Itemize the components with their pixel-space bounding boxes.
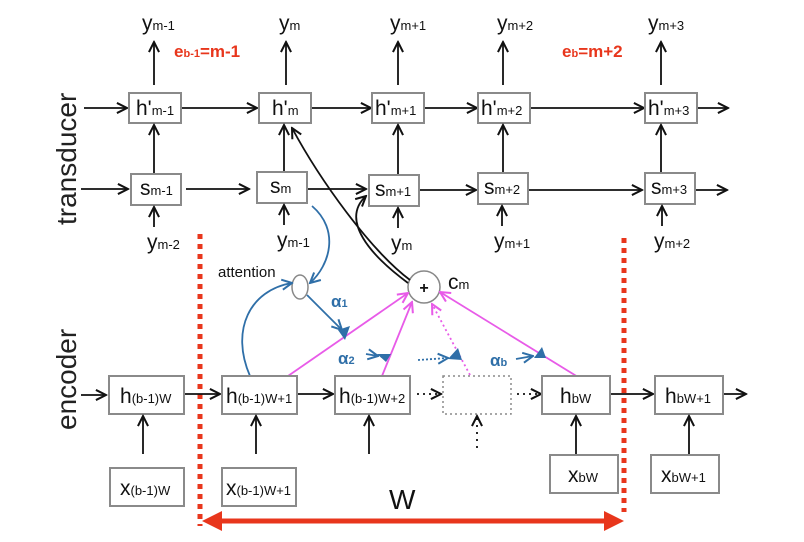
weighted-h-b <box>440 292 579 378</box>
svg-text:h(b-1)W+2: h(b-1)W+2 <box>339 385 405 408</box>
output-y-m: ym <box>279 12 300 35</box>
weighted-h-1 <box>287 293 408 377</box>
input-y: ym-2 <box>147 231 180 254</box>
svg-text:sm: sm <box>270 175 291 198</box>
svg-text:h'm: h'm <box>272 97 299 120</box>
svg-text:sm+1: sm+1 <box>375 178 411 201</box>
encoder-input: xbW <box>549 454 619 494</box>
h-prime-node: h'm+1 <box>371 92 425 124</box>
weighted-h-2 <box>381 302 412 377</box>
arrow-attention-to-alpha1 <box>306 294 342 330</box>
svg-text:sm+3: sm+3 <box>651 176 687 199</box>
encoder-node: h(b-1)W+2 <box>334 375 411 415</box>
block-end-prev: eb-1=m-1 <box>174 42 240 61</box>
encoder-node: h(b-1)W+1 <box>221 375 298 415</box>
arrow-h-to-attention <box>241 283 292 377</box>
svg-text:sm+2: sm+2 <box>484 176 520 199</box>
top-outputs: ym-1 ym ym+1 ym+2 ym+3 <box>142 12 684 35</box>
alpha-b-label: αb <box>490 351 507 370</box>
h-prime-node: h'm+3 <box>644 92 698 124</box>
input-y: ym+2 <box>654 230 690 253</box>
svg-text:h'm+3: h'm+3 <box>648 97 689 120</box>
attention-node <box>291 274 309 300</box>
svg-text:h'm+1: h'm+1 <box>375 97 416 120</box>
s-node: sm+3 <box>644 172 696 205</box>
sum-symbol: + <box>419 280 428 297</box>
svg-text:hbW+1: hbW+1 <box>665 385 711 408</box>
output-y-m+1: ym+1 <box>390 12 426 35</box>
encoder-node: h(b-1)W <box>108 375 185 415</box>
encoder-node: hbW <box>541 375 611 415</box>
weight-gate-b <box>534 347 546 358</box>
context-vector-label: cm <box>448 271 469 294</box>
arrow-alpha-dots <box>417 358 448 360</box>
h-prime-node: h'm+2 <box>477 92 531 124</box>
s-node: sm+2 <box>477 172 529 205</box>
weight-gate-dots <box>448 348 462 360</box>
block-end-current: eb=m+2 <box>562 42 623 61</box>
s-node: sm <box>256 171 308 204</box>
alpha-2-label: α2 <box>338 349 355 368</box>
svg-text:x(b-1)W+1: x(b-1)W+1 <box>226 477 291 500</box>
svg-text:h(b-1)W+1: h(b-1)W+1 <box>226 385 292 408</box>
h-prime-node: h'm <box>258 92 312 124</box>
alpha-1-label: α1 <box>331 292 348 311</box>
input-y: ym+1 <box>494 230 530 253</box>
svg-text:h(b-1)W: h(b-1)W <box>120 385 172 408</box>
encoder-input: x(b-1)W+1 <box>221 467 297 507</box>
input-y: ym <box>391 232 412 255</box>
svg-text:hbW: hbW <box>560 385 592 408</box>
transducer-label: transducer <box>51 93 82 225</box>
arrow-alpha-2 <box>365 354 378 356</box>
attention-label: attention <box>218 264 276 281</box>
window-label: W <box>389 484 416 515</box>
svg-text:x(b-1)W: x(b-1)W <box>120 477 171 500</box>
input-y: ym-1 <box>277 229 310 252</box>
encoder-label: encoder <box>51 329 82 430</box>
output-y-m+3: ym+3 <box>648 12 684 35</box>
svg-text:h'm+2: h'm+2 <box>481 97 522 120</box>
arrow-context-to-h-prime <box>292 128 411 281</box>
weight-gate-2 <box>377 354 391 362</box>
sum-node <box>407 270 441 304</box>
encoder-node: hbW+1 <box>654 375 724 415</box>
svg-text:xbW: xbW <box>568 464 599 487</box>
svg-text:sm-1: sm-1 <box>140 177 173 200</box>
arrow-s-to-attention <box>310 205 331 283</box>
arrow-alpha-b <box>515 356 533 359</box>
s-node: sm-1 <box>130 173 182 206</box>
encoder-node-placeholder <box>442 375 512 415</box>
output-y-m-1: ym-1 <box>142 12 175 35</box>
arrow-context-to-s <box>356 196 409 284</box>
svg-text:h'm-1: h'm-1 <box>136 97 174 120</box>
output-y-m+2: ym+2 <box>497 12 533 35</box>
encoder-input: x(b-1)W <box>109 467 185 507</box>
weighted-h-dots <box>432 304 471 376</box>
svg-text:xbW+1: xbW+1 <box>661 464 706 487</box>
h-prime-node: h'm-1 <box>128 92 182 124</box>
weight-gate-1 <box>338 326 350 340</box>
s-node: sm+1 <box>368 174 420 207</box>
encoder-input: xbW+1 <box>650 454 720 494</box>
